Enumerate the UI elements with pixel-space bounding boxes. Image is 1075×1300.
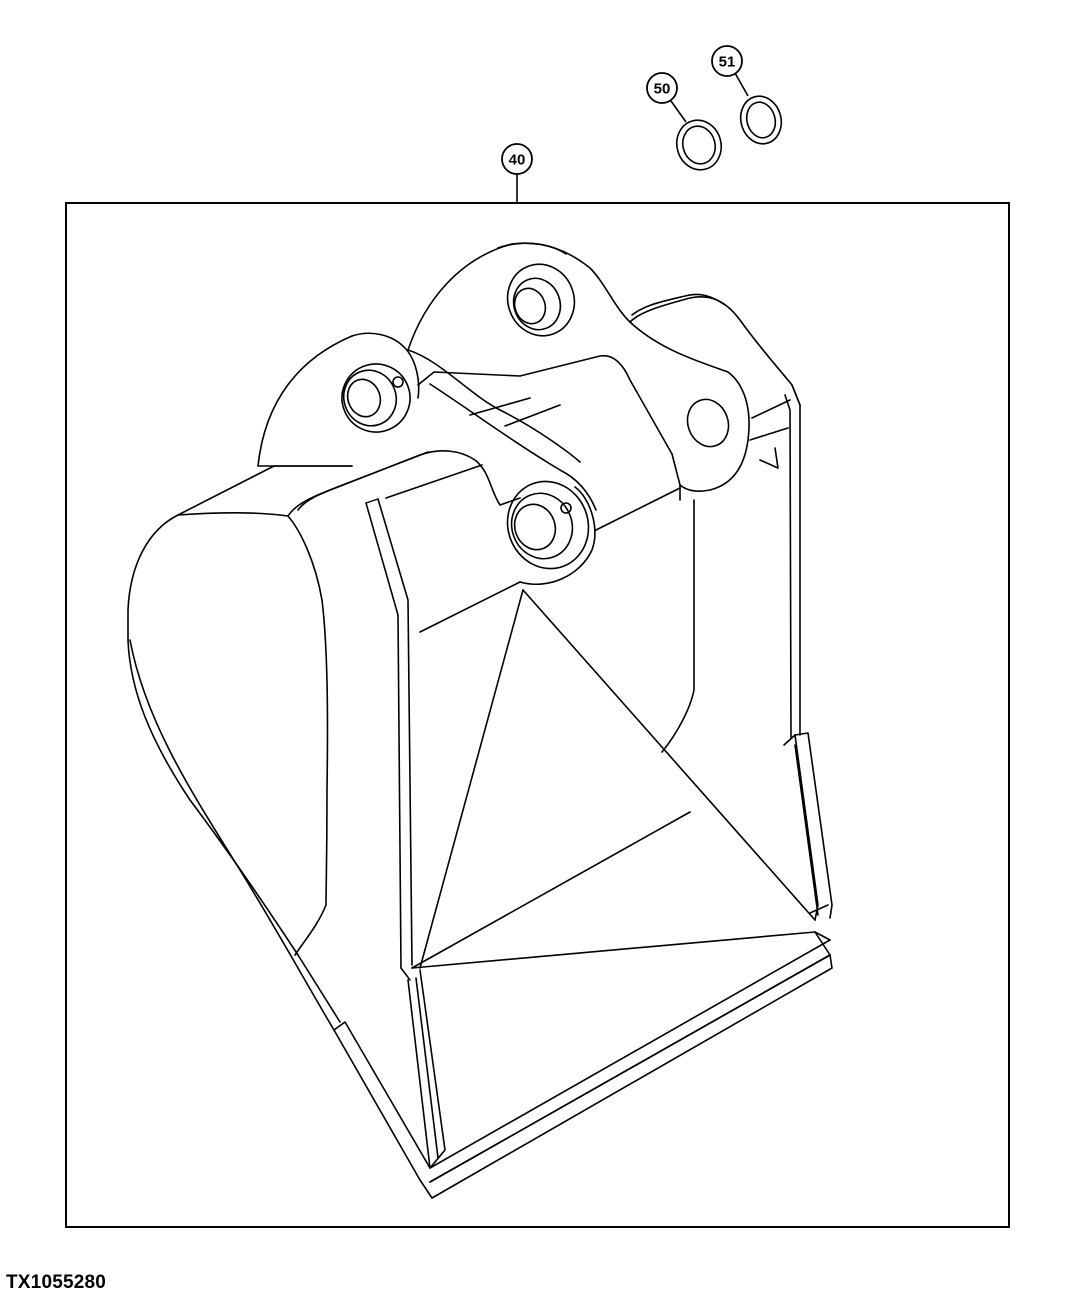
callout-51-label: 51 [719, 54, 736, 71]
callout-51: 51 [711, 45, 743, 77]
callout-40: 40 [501, 143, 533, 175]
leader-line-50 [670, 100, 687, 123]
washer-50 [675, 119, 723, 171]
bucket-illustration [127, 242, 833, 1199]
washer-51 [739, 95, 783, 145]
callout-50-label: 50 [654, 81, 671, 98]
illustration-frame [65, 202, 1010, 1228]
callout-50: 50 [646, 72, 678, 104]
figure-id-label: TX1055280 [6, 1272, 107, 1293]
leader-line-51 [734, 72, 749, 97]
callout-40-label: 40 [509, 152, 526, 169]
